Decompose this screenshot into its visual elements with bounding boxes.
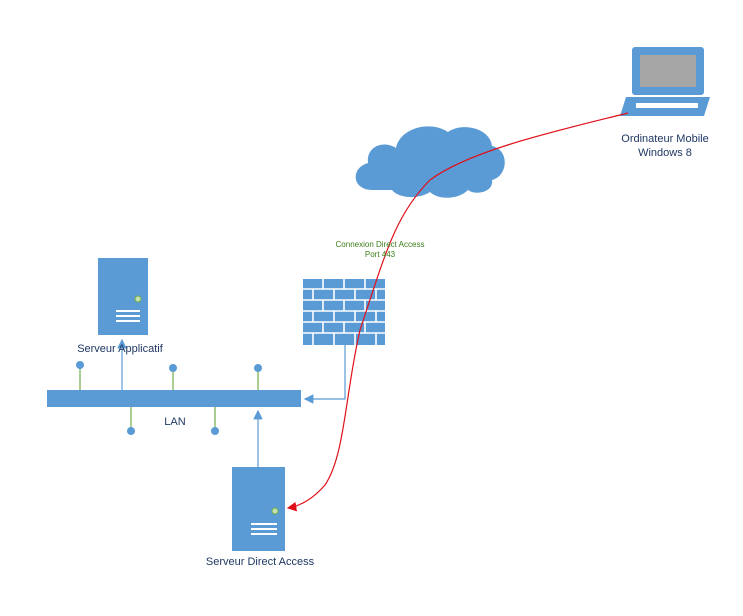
connection-label-line2: Port 443 [364,250,396,259]
laptop-label: Ordinateur Mobile Windows 8 [600,132,730,160]
lan-node-stems [79,368,259,428]
direct-access-connection [286,112,629,512]
app-server-label: Serveur Applicatif [77,343,163,355]
server-icon [98,258,148,335]
laptop-label-line2: Windows 8 [638,147,692,159]
laptop-icon [620,47,710,116]
connection-label: Connexion Direct Access Port 443 [310,240,450,260]
lan-label: LAN [164,416,186,428]
server-icon [232,467,285,551]
laptop-label-line1: Ordinateur Mobile [621,133,709,145]
firewall-icon [303,279,385,345]
lan-bus [47,390,301,407]
lan-nodes [76,361,262,435]
firewall-link [303,345,346,404]
connection-label-line1: Connexion Direct Access [335,240,425,249]
cloud-icon [355,126,505,198]
da-server-label: Serveur Direct Access [205,556,315,568]
